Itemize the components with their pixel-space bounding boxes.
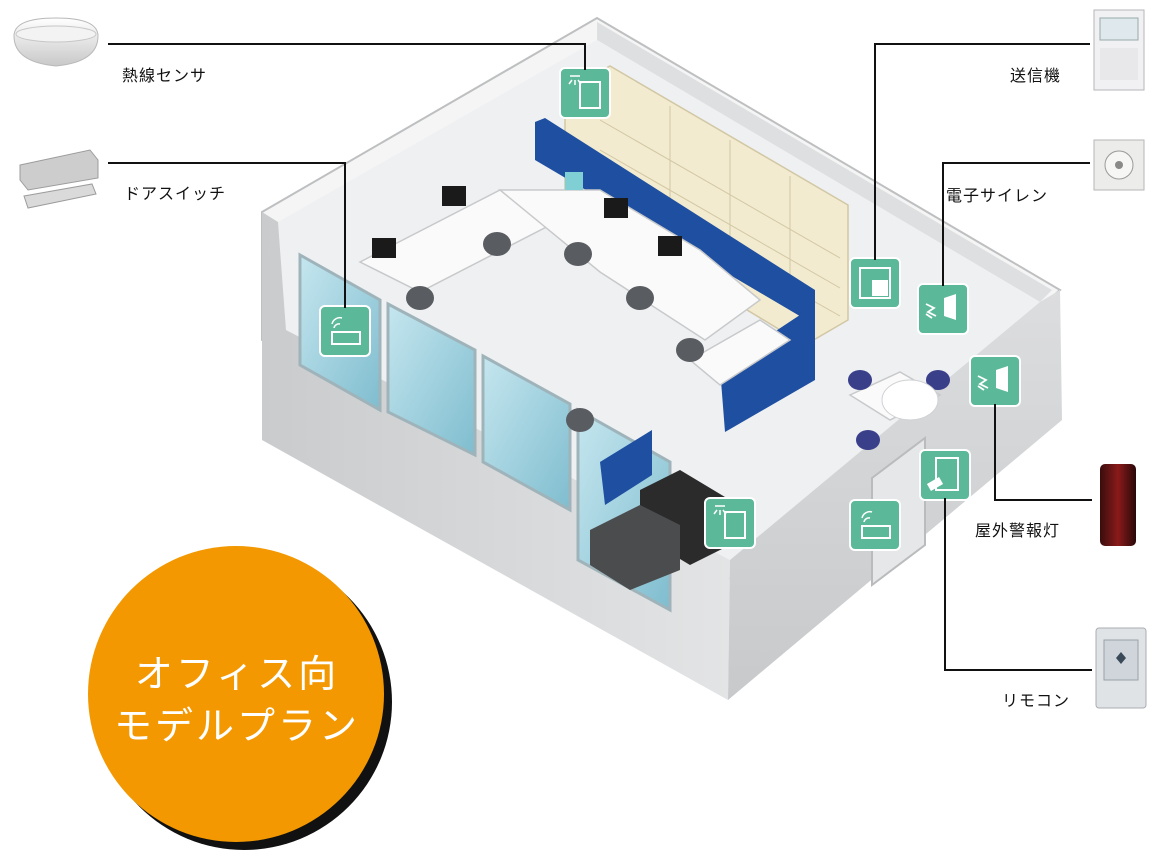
door-switch-marker-left (319, 305, 371, 357)
transmitter-line (874, 43, 1090, 260)
door-switch-marker-right (849, 499, 901, 551)
heat-sensor-label: 熱線センサ (122, 66, 208, 85)
plan-badge (88, 546, 392, 850)
plan-badge-line-2: モデルプラン (113, 704, 360, 748)
remote-control-marker (919, 449, 971, 501)
connector-lines (108, 43, 1092, 671)
door-switch-label: ドアスイッチ (124, 184, 227, 203)
remote-control-label: リモコン (1002, 691, 1071, 710)
plan-badge-text: オフィス向 モデルプラン (92, 648, 382, 752)
siren-line (942, 162, 1090, 286)
outdoor-light-line (994, 404, 1092, 501)
transmitter-device (1093, 9, 1145, 91)
door-switch-line (108, 162, 346, 308)
back-wall (597, 22, 1052, 302)
electronic-siren-label: 電子サイレン (946, 186, 1049, 205)
chairs (406, 232, 950, 450)
heat-sensor-marker-bottom (704, 497, 756, 549)
siren-marker-1 (917, 283, 969, 335)
heat-sensor-line (108, 43, 586, 70)
heat-sensor-marker-top (559, 67, 611, 119)
transmitter-marker (849, 257, 901, 309)
door-switch-device (19, 149, 99, 209)
remote-line (944, 498, 1092, 671)
outdoor-light-marker (969, 355, 1021, 407)
electronic-siren-device (1093, 139, 1145, 191)
plan-badge-line-1: オフィス向 (134, 652, 340, 696)
partitions (535, 118, 815, 505)
monitors (372, 172, 682, 258)
outdoor-alarm-light-device (1100, 464, 1136, 546)
office-room (261, 16, 1062, 700)
outdoor-alarm-light-label: 屋外警報灯 (975, 521, 1061, 540)
heat-sensor-device (13, 17, 99, 67)
transmitter-label: 送信機 (1010, 66, 1062, 85)
sensor-markers (319, 67, 1021, 551)
remote-control-device (1095, 627, 1147, 709)
